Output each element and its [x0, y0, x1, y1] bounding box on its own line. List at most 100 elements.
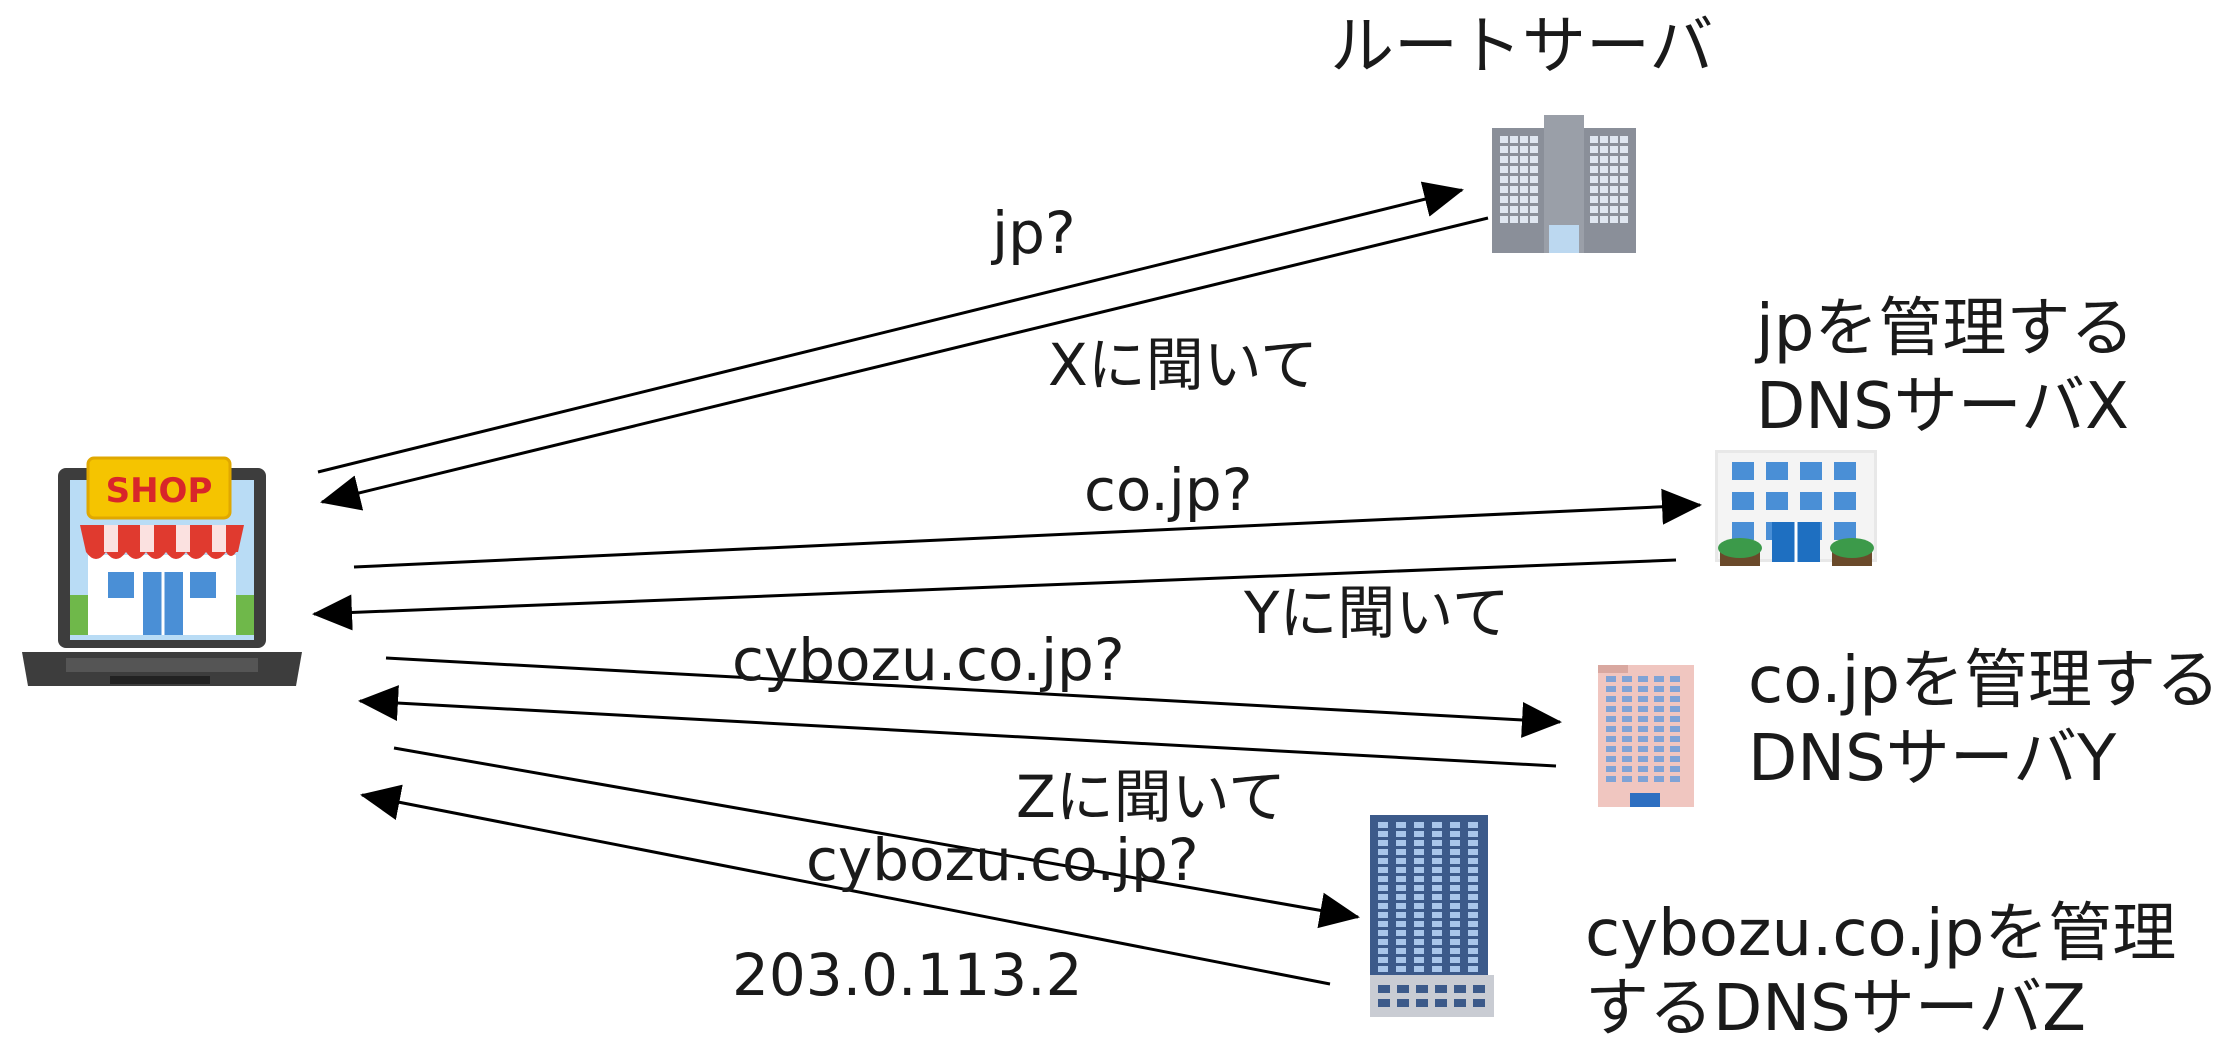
building-window	[1638, 736, 1648, 742]
building-window	[1416, 985, 1428, 993]
building-window	[1396, 849, 1406, 855]
building-window	[1606, 746, 1616, 752]
building-window	[1600, 136, 1608, 143]
building-window	[1638, 686, 1648, 692]
building-window	[1590, 216, 1598, 223]
building-window	[1834, 462, 1856, 480]
building-window	[1414, 885, 1424, 891]
building-window	[1396, 921, 1406, 927]
building-window	[1450, 957, 1460, 963]
building-window	[1432, 894, 1442, 900]
building-window	[1432, 840, 1442, 846]
building-window	[1654, 746, 1664, 752]
building-window	[1620, 156, 1628, 163]
building-window	[1473, 985, 1485, 993]
building-window	[1468, 957, 1478, 963]
building-window	[1500, 186, 1508, 193]
building-window	[1500, 176, 1508, 183]
building-window	[1606, 766, 1616, 772]
building-window	[1450, 948, 1460, 954]
svg-text:するDNSサーバZ: するDNSサーバZ	[1585, 972, 2086, 1046]
building-window	[1670, 696, 1680, 702]
building-window	[1468, 876, 1478, 882]
building-window	[1510, 156, 1518, 163]
building-window	[1378, 885, 1388, 891]
building-window	[1396, 930, 1406, 936]
building-window	[1510, 136, 1518, 143]
building-window	[1450, 939, 1460, 945]
building-window	[1468, 903, 1478, 909]
building-window	[1520, 206, 1528, 213]
root-server-label: ルートサーバ	[1330, 10, 1713, 84]
building-window	[1654, 686, 1664, 692]
building-window	[1520, 156, 1528, 163]
building-window	[1432, 966, 1442, 972]
building-window	[1432, 822, 1442, 828]
building-window	[1670, 676, 1680, 682]
building-window	[1520, 186, 1528, 193]
building-window	[1530, 166, 1538, 173]
building-window	[1620, 216, 1628, 223]
building-window	[1510, 196, 1518, 203]
building-window	[1432, 858, 1442, 864]
building-window	[1468, 867, 1478, 873]
building-window	[1432, 948, 1442, 954]
building-window	[1396, 840, 1406, 846]
building-window	[1500, 196, 1508, 203]
arrow-response-y	[358, 685, 1557, 768]
building-window	[1378, 966, 1388, 972]
building-window	[1606, 676, 1616, 682]
building-window	[1397, 999, 1409, 1007]
building-window	[1622, 736, 1632, 742]
building-window	[1432, 831, 1442, 837]
building-window	[1378, 849, 1388, 855]
building-window	[1610, 156, 1618, 163]
building-window	[1454, 999, 1466, 1007]
arrow-query-x	[353, 488, 1702, 569]
building-window	[1378, 858, 1388, 864]
building-window	[1606, 726, 1616, 732]
building-window	[1414, 912, 1424, 918]
building-window	[1450, 822, 1460, 828]
building-window	[1378, 912, 1388, 918]
message-query-root: jp?	[990, 199, 1076, 267]
building-window	[1654, 766, 1664, 772]
building-window	[1468, 885, 1478, 891]
building-window	[1530, 136, 1538, 143]
building-window	[1473, 999, 1485, 1007]
message-labels: jp? Xに聞いて co.jp? Yに聞いて cybozu.co.jp? Zに聞…	[732, 199, 1510, 1009]
building-window	[1378, 939, 1388, 945]
building-window	[1414, 939, 1424, 945]
building-window	[1450, 876, 1460, 882]
building-window	[1530, 156, 1538, 163]
building-window	[1610, 136, 1618, 143]
svg-text:ルートサーバ: ルートサーバ	[1330, 10, 1713, 84]
building-window	[1622, 716, 1632, 722]
building-window	[1414, 948, 1424, 954]
building-window	[1435, 985, 1447, 993]
building-window	[1396, 903, 1406, 909]
building-window	[1670, 736, 1680, 742]
building-window	[1766, 492, 1788, 510]
building-window	[1732, 492, 1754, 510]
building-window	[1622, 746, 1632, 752]
building-window	[1468, 939, 1478, 945]
building-window	[1638, 706, 1648, 712]
building-window	[1620, 176, 1628, 183]
message-response-z: 203.0.113.2	[732, 941, 1083, 1009]
building-window	[1414, 849, 1424, 855]
building-window	[1590, 156, 1598, 163]
building-window	[1590, 136, 1598, 143]
building-window	[1450, 831, 1460, 837]
building-window	[1397, 985, 1409, 993]
building-window	[1450, 885, 1460, 891]
building-window	[1590, 196, 1598, 203]
building-window	[1500, 136, 1508, 143]
building-window	[1450, 894, 1460, 900]
building-window	[1468, 849, 1478, 855]
building-window	[1396, 939, 1406, 945]
building-window	[1610, 196, 1618, 203]
building-window	[1654, 756, 1664, 762]
building-window	[1622, 676, 1632, 682]
